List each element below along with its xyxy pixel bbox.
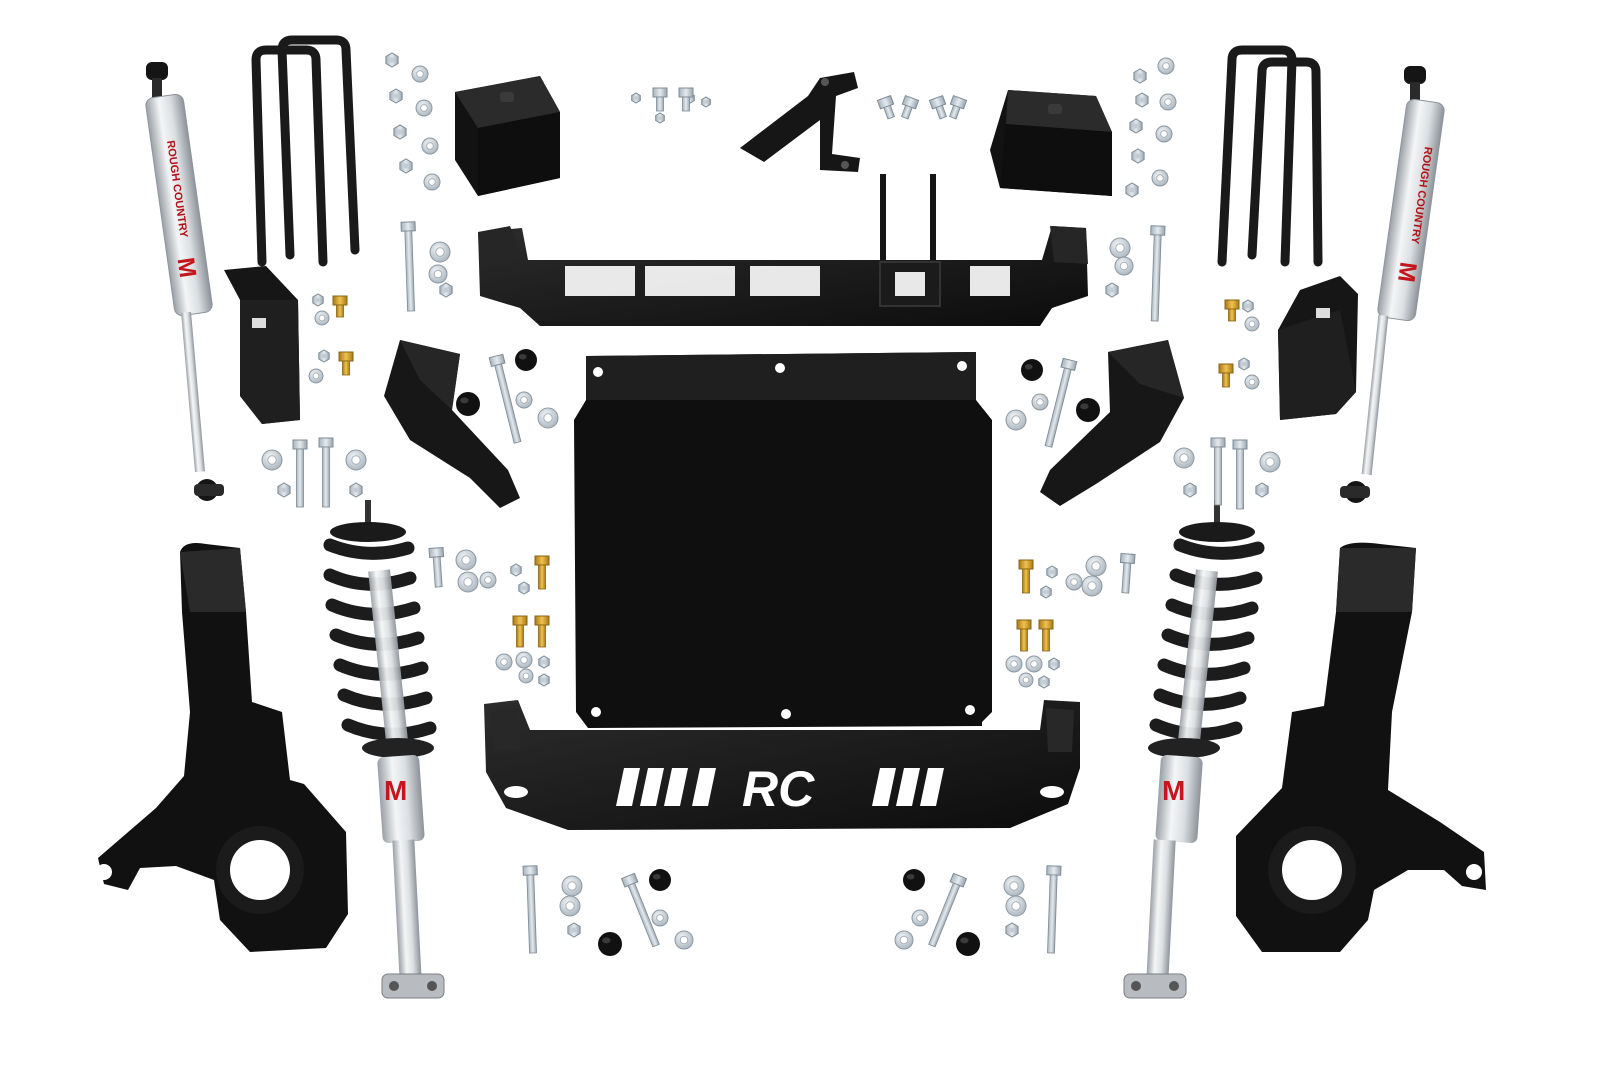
bracket-right-small [1278, 276, 1358, 420]
knuckle-right [1236, 542, 1486, 952]
zinc-bolt [620, 872, 660, 948]
bracket-left-small [224, 266, 300, 424]
svg-text:M: M [172, 256, 202, 280]
svg-text:M: M [1392, 260, 1422, 284]
coilover-right-logo: M [1162, 775, 1185, 806]
zinc-bolt [522, 865, 538, 954]
zinc-bolt [428, 546, 445, 588]
zinc-bolt [652, 87, 668, 112]
bump-stop [1021, 359, 1043, 381]
brass-bolt [534, 615, 550, 648]
front-crossmember [478, 174, 1088, 326]
coilover-right: M [1123, 500, 1265, 999]
u-bolts-right [1217, 45, 1323, 267]
bump-stop [649, 869, 671, 891]
coilover-left-logo: M [384, 775, 407, 806]
rear-shock-right: ROUGH COUNTRY M [1340, 66, 1445, 503]
brass-bolt [1218, 363, 1234, 388]
bump-stop [903, 869, 925, 891]
brass-bolt [1018, 559, 1034, 594]
bump-stop [598, 932, 622, 956]
diff-bracket-left [384, 340, 520, 508]
brass-bolt [1016, 619, 1032, 652]
zinc-bolt [928, 94, 947, 120]
zinc-bolt [400, 221, 416, 312]
zinc-bolt [928, 872, 968, 948]
zinc-bolt [1150, 225, 1166, 322]
zinc-bolt [292, 439, 308, 508]
brass-bolt [534, 555, 550, 590]
zinc-bolt [876, 94, 895, 120]
lift-block-left [455, 76, 560, 196]
skid-plate [574, 352, 992, 728]
brass-bolt [1224, 299, 1240, 322]
zinc-bolt [1232, 439, 1248, 510]
zinc-bolt [1210, 437, 1226, 506]
rc-cutout-text: RC [742, 761, 815, 817]
rear-shock-left: ROUGH COUNTRY M [145, 62, 224, 501]
zinc-bolt [488, 353, 522, 444]
knuckle-left [96, 543, 348, 952]
bump-stop [515, 349, 537, 371]
diff-bracket-right [1040, 340, 1184, 506]
bump-stop [456, 392, 480, 416]
zinc-bolt [678, 87, 694, 112]
zinc-bolt [1046, 865, 1062, 954]
brass-bolt [338, 351, 354, 376]
sensor-bracket [740, 72, 860, 172]
zinc-bolt [949, 94, 968, 120]
zinc-bolt [1119, 552, 1136, 594]
brass-bolt [332, 295, 348, 318]
bump-stop [1076, 398, 1100, 422]
bump-stop [956, 932, 980, 956]
brass-bolt [1038, 619, 1054, 652]
zinc-bolt [318, 437, 334, 508]
brass-bolt [512, 615, 528, 648]
coilover-left: M [323, 500, 445, 999]
zinc-bolt [901, 94, 920, 120]
hardware-group [261, 52, 1281, 956]
zinc-bolt [1044, 357, 1078, 448]
lift-block-right [990, 90, 1112, 196]
rc-crossmember: RC [484, 700, 1080, 830]
u-bolts-left [251, 35, 360, 267]
